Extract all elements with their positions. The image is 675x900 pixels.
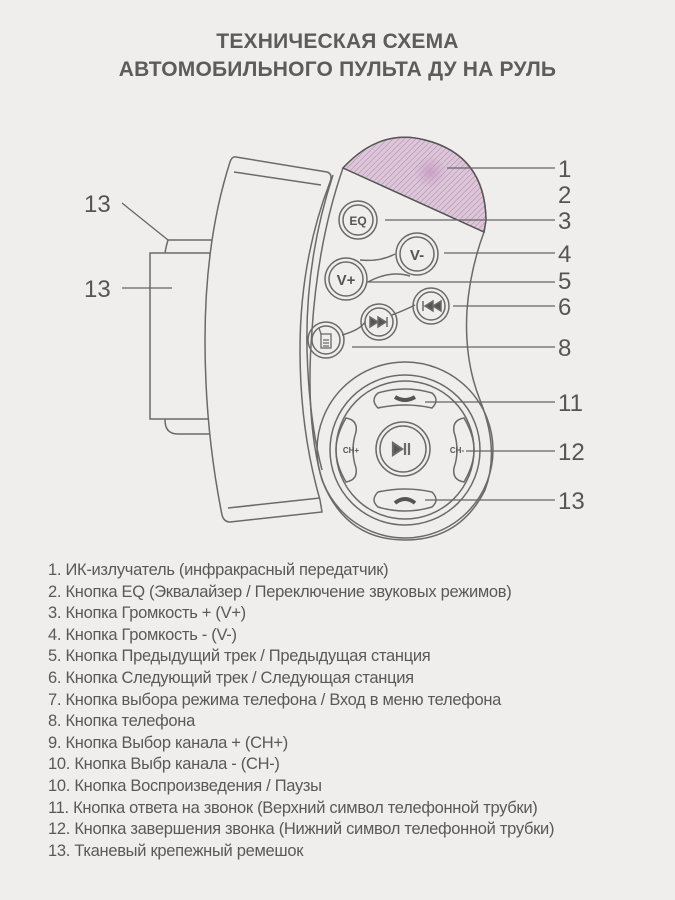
callout-3: 3: [558, 208, 571, 235]
end-call-icon: [393, 497, 417, 505]
legend-item: 1. ИК-излучатель (инфракрасный передатчи…: [48, 561, 389, 579]
legend-item: 6. Кнопка Следующий трек / Следующая ста…: [48, 668, 414, 687]
volume-plus-button[interactable]: V+: [324, 257, 368, 301]
callout-4: 4: [558, 241, 571, 268]
vol-plus-label: V+: [337, 272, 356, 289]
next-track-button[interactable]: [360, 303, 398, 341]
title-line-1: ТЕХНИЧЕСКАЯ СХЕМА: [216, 30, 459, 53]
eq-button[interactable]: EQ: [338, 200, 378, 240]
callout-8: 8: [558, 335, 571, 362]
callout-5: 5: [558, 268, 571, 295]
callout-strap-top: 13: [84, 191, 111, 218]
leader-lines: [121, 167, 555, 501]
legend-item: 9. Кнопка Выбор канала + (CH+): [48, 733, 288, 752]
legend-item: 10. Кнопка Выбр канала - (CH-): [48, 755, 280, 774]
prev-track-icon: [422, 299, 442, 313]
next-track-icon: [369, 315, 388, 329]
legend-item: 11. Кнопка ответа на звонок (Верхний сим…: [48, 798, 538, 817]
ch-minus-button[interactable]: CH-: [450, 417, 475, 483]
legend-item: 13. Тканевый крепежный ремешок: [48, 841, 304, 860]
remote-body: [306, 136, 494, 541]
vol-minus-label: V-: [410, 247, 424, 264]
callout-11: 11: [558, 390, 583, 417]
prev-track-button[interactable]: [412, 287, 450, 325]
eq-label: EQ: [349, 214, 366, 228]
callout-13: 13: [558, 488, 585, 515]
callout-strap-side: 13: [84, 276, 111, 303]
ir-emitter: [341, 136, 487, 234]
legend-item: 7. Кнопка выбора режима телефона / Вход …: [48, 690, 502, 709]
volume-minus-button[interactable]: V-: [395, 232, 439, 276]
mount-clip: [204, 156, 332, 523]
ch-plus-button[interactable]: CH+: [335, 417, 360, 483]
legend-item: 8. Кнопка телефона: [48, 712, 195, 731]
legend-item: 5. Кнопка Предыдущий трек / Предыдущая с…: [48, 647, 431, 666]
phone-mode-icon: [318, 327, 332, 349]
callout-2: 2: [558, 182, 571, 209]
play-pause-button[interactable]: [375, 421, 431, 477]
legend-item: 4. Кнопка Громкость - (V-): [48, 625, 237, 644]
callout-12: 12: [558, 439, 585, 466]
legend-item: 3. Кнопка Громкость + (V+): [48, 604, 246, 623]
fabric-strap: [149, 239, 213, 435]
legend-item: 10. Кнопка Воспроизведения / Паузы: [48, 776, 322, 795]
legend-item: 12. Кнопка завершения звонка (Нижний сим…: [48, 820, 555, 839]
legend-list: 1. ИК-излучатель (инфракрасный передатчи…: [48, 560, 554, 862]
callout-1: 1: [558, 156, 571, 183]
ch-plus-label: CH+: [343, 446, 360, 455]
play-pause-icon: [391, 440, 411, 458]
end-call-button[interactable]: [373, 488, 437, 512]
answer-call-button[interactable]: [373, 388, 437, 409]
title-line-2: АВТОМОБИЛЬНОГО ПУЛЬТА ДУ НА РУЛЬ: [118, 58, 557, 81]
answer-call-icon: [393, 395, 417, 402]
callout-6: 6: [558, 294, 571, 321]
legend-item: 2. Кнопка EQ (Эквалайзер / Переключение …: [48, 582, 512, 601]
ch-minus-label: CH-: [450, 446, 465, 455]
phone-mode-button[interactable]: [307, 321, 345, 359]
